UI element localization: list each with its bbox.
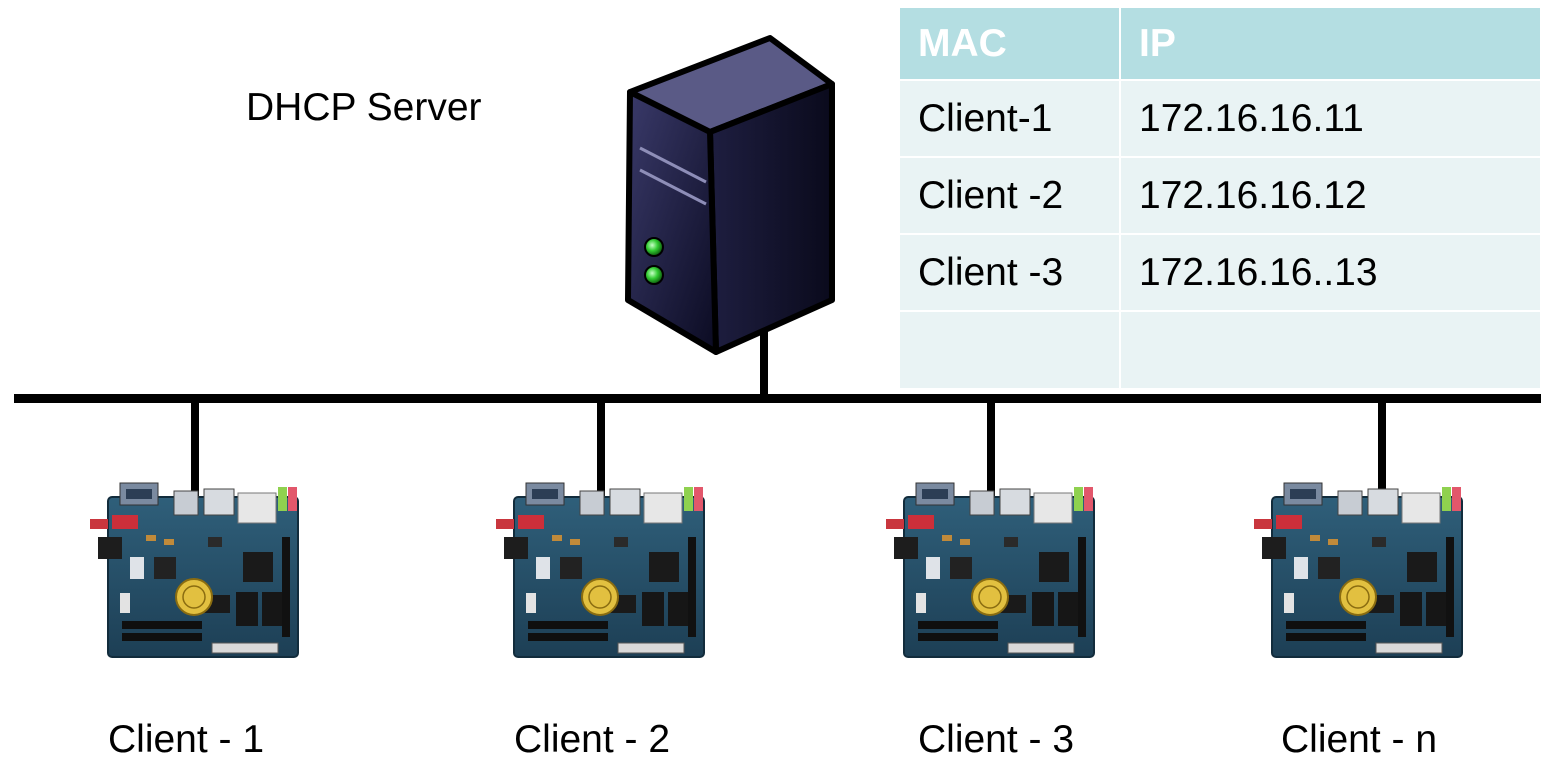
table-row	[900, 310, 1541, 388]
table-header-row: MAC IP	[900, 8, 1541, 80]
client-1-label: Client - 1	[108, 718, 265, 761]
client-1-drop-line	[191, 398, 199, 510]
server-tower-icon	[625, 35, 835, 355]
client-2-board-icon	[495, 482, 705, 658]
dhcp-lease-table: MAC IP Client-1 172.16.16.11 Client -2 1…	[900, 8, 1541, 388]
ip-cell	[1120, 310, 1541, 388]
client-2-label: Client - 2	[514, 718, 671, 761]
client-3-board-icon	[885, 482, 1095, 658]
client-3-label: Client - 3	[918, 718, 1075, 761]
client-n-drop-line	[1378, 398, 1386, 510]
column-header-mac: MAC	[900, 8, 1121, 80]
ip-cell: 172.16.16.11	[1120, 79, 1541, 157]
client-1-board-icon	[89, 482, 299, 658]
table-row: Client-1 172.16.16.11	[900, 79, 1541, 157]
client-3-drop-line	[987, 398, 995, 510]
server-label: DHCP Server	[246, 86, 482, 129]
led-1	[644, 237, 664, 257]
table-row: Client -2 172.16.16.12	[900, 156, 1541, 234]
client-n-label: Client - n	[1281, 718, 1438, 761]
client-n-board-icon	[1253, 482, 1463, 658]
network-bus-line	[14, 394, 1541, 403]
ip-cell: 172.16.16.12	[1120, 156, 1541, 234]
ip-cell: 172.16.16..13	[1120, 233, 1541, 311]
column-header-ip: IP	[1120, 8, 1541, 80]
led-2	[644, 265, 664, 285]
mac-cell: Client-1	[900, 79, 1121, 157]
mac-cell: Client -2	[900, 156, 1121, 234]
table-row: Client -3 172.16.16..13	[900, 233, 1541, 311]
mac-cell	[900, 310, 1121, 388]
client-2-drop-line	[597, 398, 605, 510]
mac-cell: Client -3	[900, 233, 1121, 311]
server-drop-line	[760, 320, 768, 398]
